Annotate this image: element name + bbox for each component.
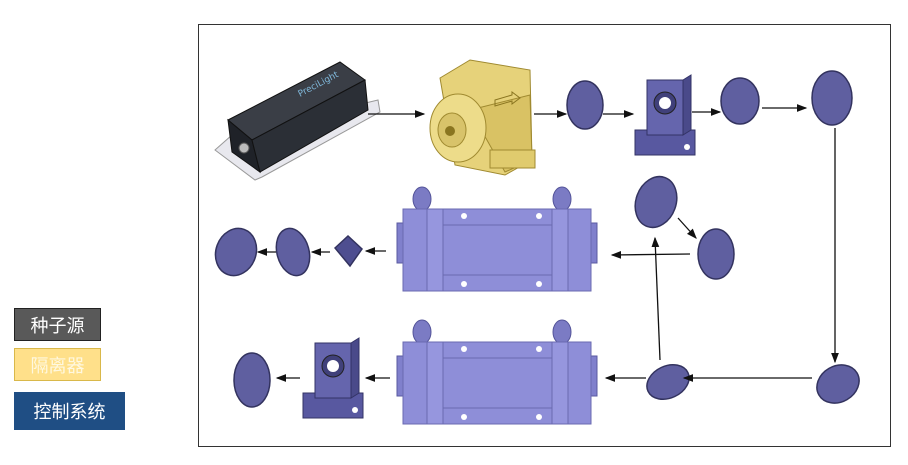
mirror-7 <box>697 228 735 280</box>
mirror-1 <box>566 80 604 130</box>
mirror-9 <box>214 227 258 277</box>
legend-control-system: 控制系统 <box>14 392 125 430</box>
cube-optic <box>333 234 363 268</box>
legend-label: 种子源 <box>30 315 85 337</box>
isolator-module <box>429 59 536 176</box>
legend-label: 控制系统 <box>33 402 106 423</box>
mirror-4 <box>816 364 860 404</box>
legend-isolator: 隔离器 <box>14 348 101 381</box>
mirror-mount-lower <box>302 337 364 419</box>
legend-seed-source: 种子源 <box>14 308 101 341</box>
beam-arrow <box>677 217 697 239</box>
beam-arrow <box>651 236 661 361</box>
mirror-2 <box>720 77 760 125</box>
amplifier-lower <box>396 319 598 425</box>
amplifier-upper <box>396 186 598 292</box>
legend-label: 隔离器 <box>30 355 85 377</box>
mirror-3 <box>811 70 853 126</box>
mirror-10 <box>233 352 271 408</box>
mirror-8 <box>275 227 311 277</box>
mirror-mount-upper <box>634 74 696 156</box>
mirror-6 <box>634 175 678 229</box>
beam-arrow <box>610 250 691 259</box>
seed-source-module: PreciLight <box>214 61 381 181</box>
mirror-5 <box>646 364 690 400</box>
diagram-frame <box>198 24 891 447</box>
